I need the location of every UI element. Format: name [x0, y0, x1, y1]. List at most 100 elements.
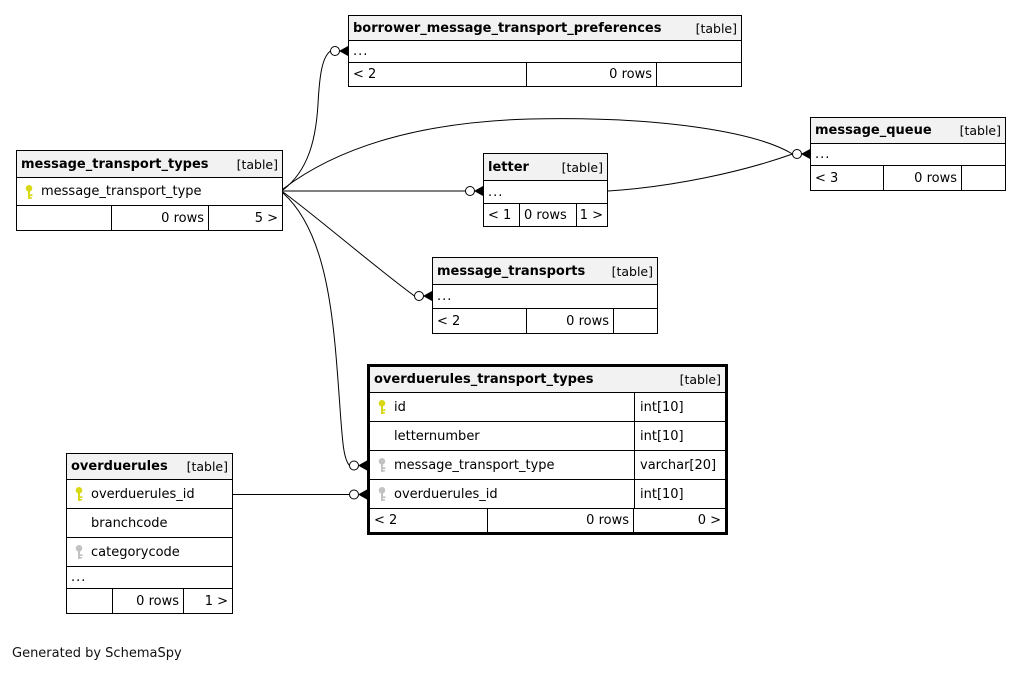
ellipsis-label: ... [353, 44, 369, 59]
footer-row-count: 0 rows [883, 166, 961, 190]
table-type-label: [table] [679, 372, 721, 387]
table-header[interactable]: message_queue [table] [811, 118, 1005, 144]
primary-key-icon [17, 184, 41, 200]
primary-key-icon [67, 486, 91, 502]
fk-edge-mtt-to-ott [282, 192, 350, 466]
table-name: message_transport_types [21, 156, 209, 172]
column-type: int[10] [634, 480, 725, 508]
ellipsis-label: ... [71, 570, 87, 585]
ellipsis-label: ... [437, 289, 453, 304]
footer-children-count [17, 206, 111, 230]
table-header[interactable]: overduerules [table] [67, 454, 232, 480]
table-footer: 0 rows 1 > [67, 589, 232, 613]
table-letter[interactable]: letter [table] ... < 1 0 rows 1 > [483, 153, 608, 227]
column-name: categorycode [91, 544, 180, 560]
table-type-label: [table] [186, 459, 228, 474]
column-name: overduerules_id [394, 486, 498, 502]
table-type-label: [table] [695, 20, 737, 36]
footer-row-count: 0 rows [111, 206, 208, 230]
column-name: branchcode [91, 515, 168, 531]
collapsed-columns-row: ... [67, 567, 232, 589]
table-footer: 0 rows 5 > [17, 206, 282, 230]
ellipsis-label: ... [815, 147, 831, 162]
column-name: letternumber [394, 428, 480, 444]
column-row-overduerules-id: overduerules_id [67, 480, 232, 509]
table-overduerules-transport-types[interactable]: overduerules_transport_types [table] id … [367, 364, 728, 535]
footer-parents-count [961, 166, 1005, 190]
table-footer: < 2 0 rows [349, 63, 741, 86]
fk-connector-message-queue [792, 149, 810, 159]
table-footer: < 2 0 rows 0 > [370, 509, 725, 532]
collapsed-columns-row: ... [484, 181, 607, 204]
primary-key-icon [370, 399, 394, 415]
footer-row-count: 0 rows [519, 204, 576, 226]
footer-children-count: < 3 [815, 170, 839, 186]
column-type: varchar[20] [634, 451, 725, 479]
table-type-label: [table] [236, 156, 278, 172]
table-type-label: [table] [561, 159, 603, 175]
table-footer: < 1 0 rows 1 > [484, 204, 607, 226]
collapsed-columns-row: ... [349, 41, 741, 63]
fk-connector-borrower-prefs [330, 46, 348, 56]
column-row-letternumber: letternumber int[10] [370, 422, 725, 451]
foreign-key-icon [370, 457, 394, 473]
fk-edge-letter-to-message-queue [607, 153, 793, 192]
column-row-message-transport-type: message_transport_type varchar[20] [370, 451, 725, 480]
foreign-key-icon [370, 486, 394, 502]
fk-connector-letter [465, 186, 483, 196]
table-message-queue[interactable]: message_queue [table] ... < 3 0 rows [810, 117, 1006, 191]
table-type-label: [table] [611, 263, 653, 279]
table-overduerules[interactable]: overduerules [table] overduerules_id bra… [66, 453, 233, 614]
footer-children-count: < 1 [488, 207, 512, 223]
footer-parents-count: 0 > [633, 509, 725, 532]
column-row-message-transport-type: message_transport_type [17, 178, 282, 206]
generator-note: Generated by SchemaSpy [12, 646, 182, 661]
footer-row-count: 0 rows [112, 589, 183, 613]
column-type: int[10] [634, 393, 725, 421]
footer-children-count: < 2 [353, 67, 377, 82]
table-header[interactable]: letter [table] [484, 154, 607, 181]
table-message-transport-types[interactable]: message_transport_types [table] message_… [16, 150, 283, 231]
footer-children-count: < 2 [437, 313, 461, 329]
table-borrower-message-transport-preferences[interactable]: borrower_message_transport_preferences [… [348, 15, 742, 87]
footer-parents-count: 1 > [576, 204, 607, 226]
fk-edge-mtt-to-message-transports [282, 191, 415, 297]
table-footer: < 2 0 rows [433, 309, 657, 333]
footer-parents-count: 1 > [183, 589, 232, 613]
table-header[interactable]: message_transports [table] [433, 258, 657, 285]
fk-connector-ott-overduerules-id [349, 489, 367, 500]
ellipsis-label: ... [488, 184, 504, 200]
table-header[interactable]: borrower_message_transport_preferences [… [349, 16, 741, 41]
table-header[interactable]: overduerules_transport_types [table] [370, 367, 725, 393]
fk-edge-mtt-to-borrower-prefs [282, 50, 331, 191]
table-name: overduerules [71, 459, 168, 474]
column-row-branchcode: branchcode [67, 509, 232, 538]
footer-children-count [67, 589, 112, 613]
fk-connector-ott-message-transport-type [349, 460, 367, 471]
fk-edge-mtt-to-message-queue [282, 118, 793, 190]
column-row-categorycode: categorycode [67, 538, 232, 567]
column-name: overduerules_id [91, 486, 195, 502]
footer-row-count: 0 rows [526, 309, 613, 333]
table-footer: < 3 0 rows [811, 166, 1005, 190]
column-name: id [394, 399, 406, 415]
footer-children-count: < 2 [374, 513, 398, 528]
table-name: borrower_message_transport_preferences [353, 20, 662, 36]
table-name: message_queue [815, 123, 932, 138]
column-name: message_transport_type [41, 184, 202, 199]
table-header[interactable]: message_transport_types [table] [17, 151, 282, 178]
table-message-transports[interactable]: message_transports [table] ... < 2 0 row… [432, 257, 658, 334]
footer-parents-count [613, 309, 657, 333]
table-type-label: [table] [959, 123, 1001, 138]
collapsed-columns-row: ... [433, 285, 657, 309]
table-name: overduerules_transport_types [374, 372, 594, 387]
column-row-id: id int[10] [370, 393, 725, 422]
footer-row-count: 0 rows [487, 509, 633, 532]
column-name: message_transport_type [394, 457, 555, 473]
foreign-key-icon [67, 544, 91, 560]
column-row-overduerules-id: overduerules_id int[10] [370, 480, 725, 509]
footer-row-count: 0 rows [526, 63, 656, 86]
footer-parents-count: 5 > [208, 206, 282, 230]
column-type: int[10] [634, 422, 725, 450]
